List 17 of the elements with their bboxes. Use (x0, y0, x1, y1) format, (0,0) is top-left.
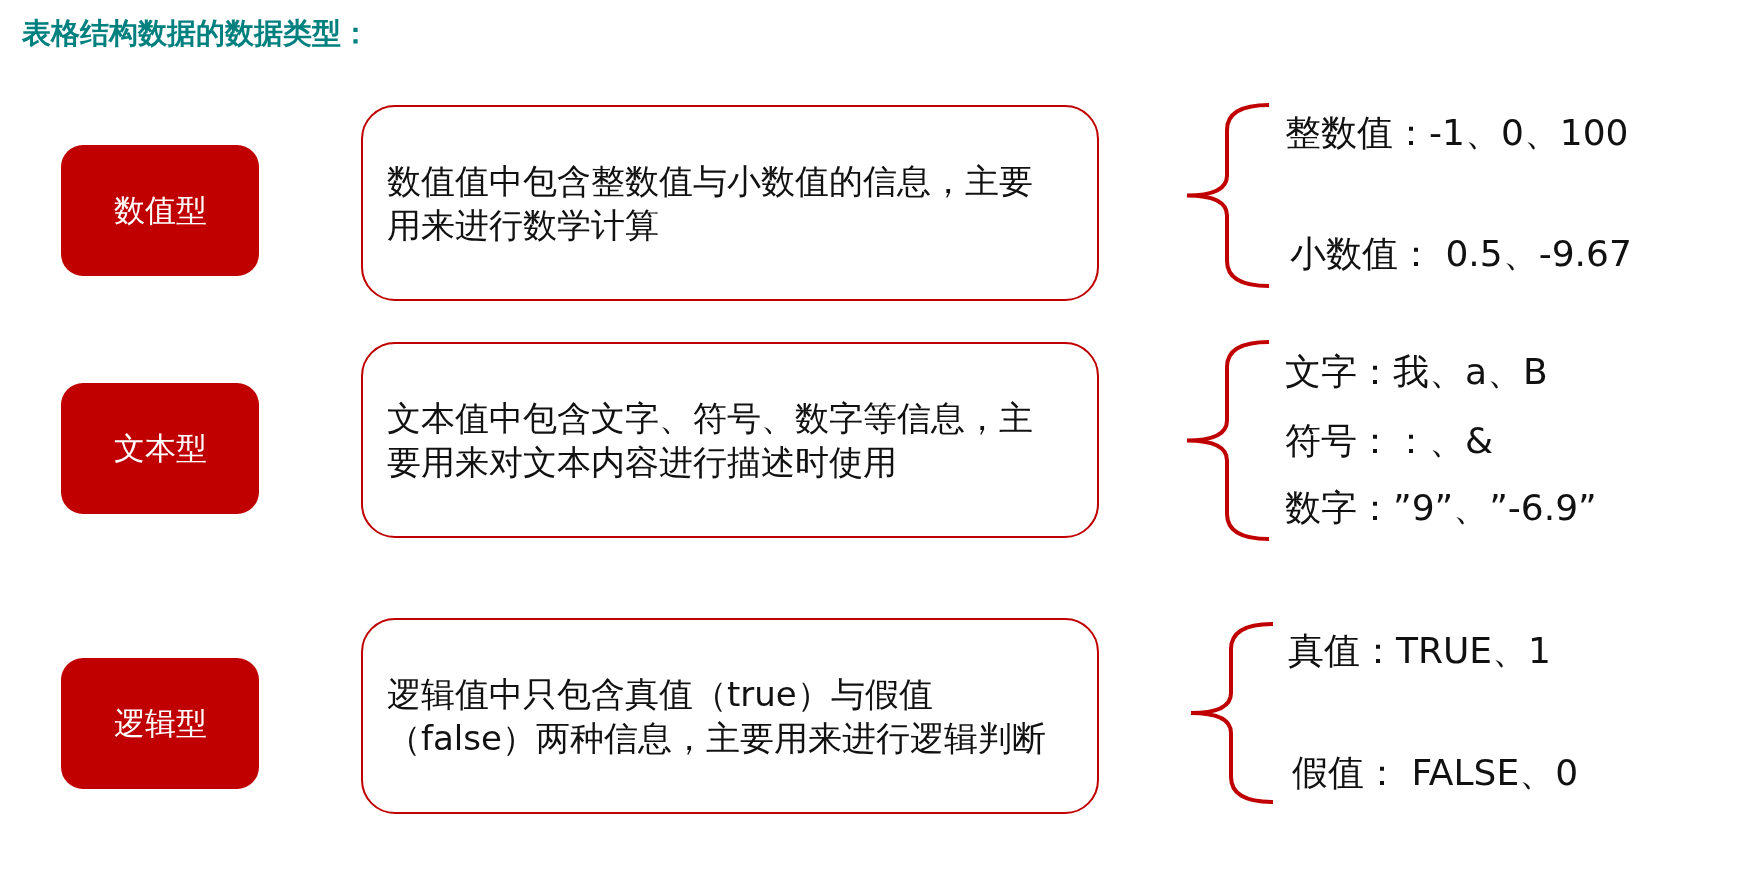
description-text: 数值值中包含整数值与小数值的信息，主要用来进行数学计算 (387, 160, 1034, 247)
description-box (361, 618, 1099, 814)
example-text: 符号：：、& (1285, 418, 1494, 463)
description-box (361, 105, 1099, 301)
description-box (361, 342, 1099, 538)
example-text: 真值：TRUE、1 (1288, 628, 1551, 673)
type-box: 文本型 (61, 383, 259, 514)
example-text: 小数值： 0.5、-9.67 (1290, 231, 1632, 276)
type-box: 数值型 (61, 145, 259, 276)
title: 表格结构数据的数据类型： (22, 15, 370, 52)
example-text: 文字：我、a、B (1285, 349, 1548, 394)
example-text: 假值： FALSE、0 (1292, 750, 1579, 795)
type-box: 逻辑型 (61, 658, 259, 789)
description-text: 文本值中包含文字、符号、数字等信息，主要用来对文本内容进行描述时使用 (387, 397, 1034, 484)
example-text: 整数值：-1、0、100 (1285, 110, 1629, 155)
example-text: 数字：”9”、”-6.9” (1285, 485, 1597, 530)
description-text: 逻辑值中只包含真值（true）与假值（false）两种信息，主要用来进行逻辑判断 (387, 673, 1047, 760)
